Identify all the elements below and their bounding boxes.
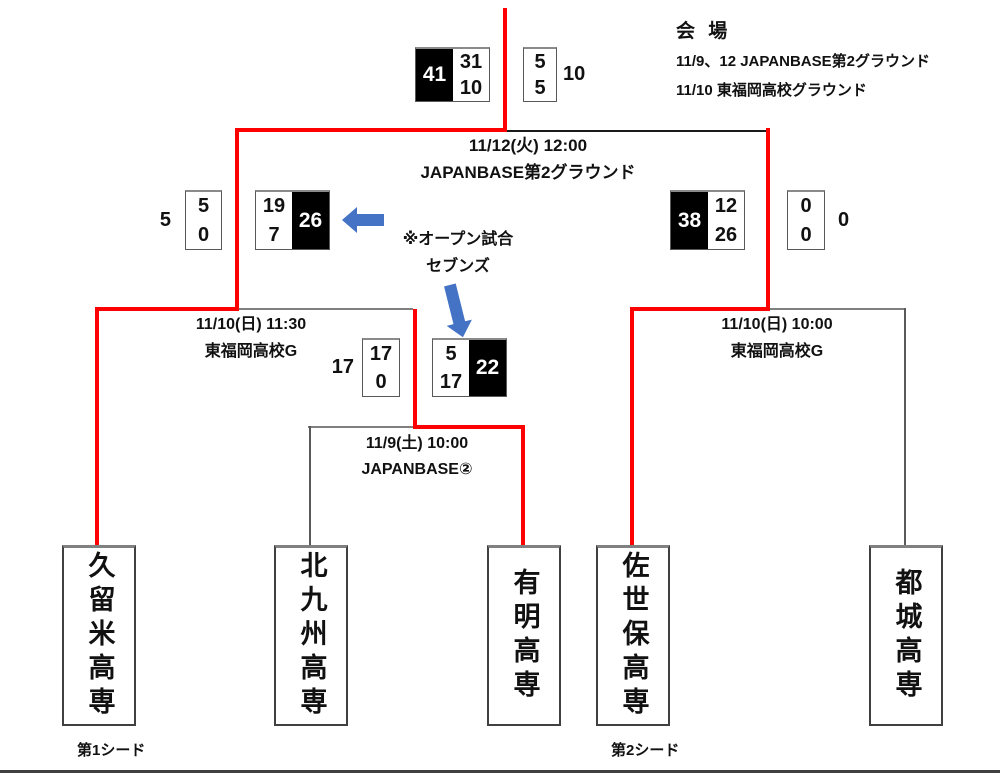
sfright-loser-score-box: 0 0 — [787, 190, 825, 250]
bracket-line-team1-entry — [95, 307, 99, 546]
r1-winner-total: 22 — [469, 340, 506, 396]
bracket-line-champion-riser — [503, 8, 507, 132]
sfleft-datetime: 11/10(日) 11:30 — [195, 316, 307, 333]
sfright-venue: 東福岡高校G — [730, 343, 824, 360]
team-box-miyakonojo: 都城高専 — [869, 545, 943, 726]
sfright-winner-half1: 12 — [714, 195, 738, 218]
final-winner-score-box: 41 31 10 — [415, 47, 490, 102]
bracket-line-team5-entry — [904, 308, 906, 546]
r1-venue: JAPANBASE② — [361, 461, 473, 478]
bracket-line-sfleft-h-gray — [239, 308, 413, 310]
final-loser-half2: 5 — [534, 77, 546, 99]
r1-winner-score-box: 5 17 22 — [432, 338, 507, 397]
sfleft-winner-total: 26 — [292, 192, 329, 249]
seed1-label: 第1シード — [77, 742, 146, 759]
bracket-line-sfright-h-red — [630, 307, 770, 311]
final-winner-half2: 10 — [459, 77, 483, 99]
bracket-line-r1-h-gray — [308, 426, 413, 428]
left-arrow-icon — [342, 207, 384, 238]
bracket-line-team2-entry — [309, 426, 311, 546]
bracket-line-sfleft-h-red — [95, 307, 239, 311]
sfright-datetime: 11/10(日) 10:00 — [721, 316, 833, 333]
final-loser-score-box: 5 5 — [523, 47, 557, 102]
bracket-line-sfleft-riser — [235, 128, 239, 311]
r1-loser-half2: 0 — [375, 371, 387, 393]
open-match-note-line1: ※オープン試合 — [402, 231, 514, 248]
final-loser-total: 10 — [563, 63, 586, 85]
sfleft-loser-half2: 0 — [197, 223, 210, 246]
sfleft-loser-score-box: 5 0 — [185, 190, 222, 250]
team-name-kitakyushu: 北九州高専 — [296, 551, 327, 721]
venue-info-title: 会 場 — [676, 21, 732, 42]
sfright-winner-half2: 26 — [714, 223, 738, 246]
final-datetime: 11/12(火) 12:00 — [468, 136, 588, 155]
final-venue: JAPANBASE第2グラウンド — [420, 163, 636, 182]
sfleft-loser-total: 5 — [159, 208, 171, 231]
team-box-sasebo: 佐世保高専 — [596, 545, 670, 726]
venue-info-line2: 11/10 東福岡高校グラウンド — [676, 82, 867, 99]
r1-loser-half1: 17 — [369, 343, 393, 365]
final-loser-half1: 5 — [534, 51, 546, 73]
r1-loser-score-box: 17 0 — [362, 338, 400, 397]
sfright-winner-total: 38 — [671, 192, 708, 249]
bracket-line-r1-h-red — [413, 425, 525, 429]
team-box-ariake: 有明高専 — [487, 545, 561, 726]
sfleft-winner-half1: 19 — [262, 195, 286, 218]
r1-winner-half1: 5 — [445, 343, 457, 365]
final-winner-total: 41 — [416, 49, 453, 101]
team-box-kitakyushu: 北九州高専 — [274, 545, 348, 726]
sfleft-winner-half2: 7 — [268, 223, 280, 246]
final-winner-half1: 31 — [459, 51, 483, 73]
r1-loser-total: 17 — [331, 356, 354, 378]
open-match-note-line2: セブンズ — [426, 258, 490, 275]
sfleft-loser-half1: 5 — [197, 195, 210, 218]
bracket-line-final-right-h — [507, 130, 768, 132]
team-name-sasebo: 佐世保高専 — [618, 551, 649, 721]
bracket-line-sfright-h-gray — [770, 308, 906, 310]
bracket-line-team4-entry — [630, 307, 634, 546]
bracket-line-team3-entry — [521, 425, 525, 546]
r1-datetime: 11/9(土) 10:00 — [365, 435, 469, 452]
team-name-ariake: 有明高専 — [509, 568, 540, 704]
seed2-label: 第2シード — [611, 742, 680, 759]
page-bottom-rule — [0, 770, 1000, 773]
team-box-kurume: 久留米高専 — [62, 545, 136, 726]
team-name-miyakonojo: 都城高専 — [891, 568, 922, 704]
sfleft-venue: 東福岡高校G — [204, 343, 298, 360]
sfleft-winner-score-box: 19 7 26 — [255, 190, 330, 250]
venue-info-line1: 11/9、12 JAPANBASE第2グラウンド — [676, 53, 930, 70]
team-name-kurume: 久留米高専 — [84, 551, 115, 721]
sfright-loser-half2: 0 — [800, 223, 812, 246]
bracket-line-sfright-riser — [766, 128, 770, 311]
sfright-loser-total: 0 — [838, 208, 850, 231]
bracket-line-r1-riser — [413, 309, 417, 429]
bracket-line-final-left-h — [235, 128, 507, 132]
sfright-loser-half1: 0 — [800, 195, 812, 218]
down-arrow-icon — [437, 282, 477, 346]
sfright-winner-score-box: 38 12 26 — [670, 190, 745, 250]
r1-winner-half2: 17 — [439, 371, 463, 393]
